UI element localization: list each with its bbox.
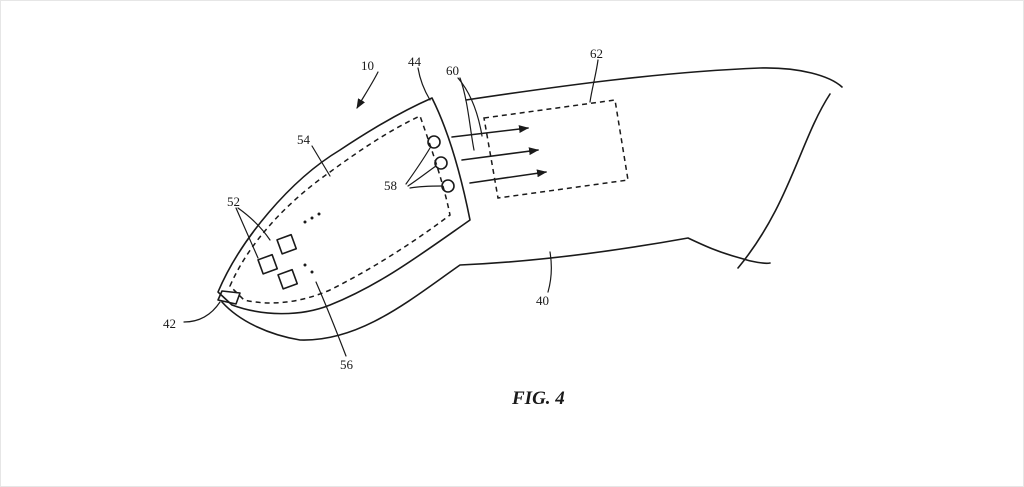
dot <box>310 270 314 274</box>
ref-label-42: 42 <box>163 316 176 331</box>
leader-54 <box>311 145 331 177</box>
light-arrow-2 <box>461 147 539 161</box>
ref-label-60: 60 <box>446 63 459 78</box>
light-arrow-1 <box>451 125 529 138</box>
leader-10-arrow <box>356 71 379 109</box>
leader-44 <box>417 67 431 101</box>
component-square-1 <box>276 233 298 255</box>
figure-caption: FIG. 4 <box>511 388 565 409</box>
target-region-outline <box>483 99 629 199</box>
finger-top-outline <box>465 67 843 101</box>
leader-58a <box>405 147 431 185</box>
component-square-2 <box>257 253 279 275</box>
dot <box>317 212 321 216</box>
light-arrow-3 <box>469 169 547 184</box>
ref-label-58: 58 <box>384 178 397 193</box>
device-housing <box>217 97 471 315</box>
ref-label-54: 54 <box>297 132 311 147</box>
ref-label-10: 10 <box>361 58 374 73</box>
dot <box>310 216 314 220</box>
ref-label-40: 40 <box>536 293 549 308</box>
ref-label-62: 62 <box>590 46 603 61</box>
emitter-circle-2 <box>434 156 448 170</box>
leader-58b <box>407 165 437 187</box>
leader-42 <box>183 301 221 323</box>
emitter-circle-1 <box>427 135 441 149</box>
ref-label-44: 44 <box>408 54 422 69</box>
ref-label-56: 56 <box>340 357 354 372</box>
leader-52b <box>235 207 259 259</box>
leader-56 <box>315 281 347 357</box>
dot <box>303 263 307 267</box>
leader-60b <box>459 77 475 151</box>
finger-bottom-outline <box>221 237 771 341</box>
ref-label-52: 52 <box>227 194 240 209</box>
leader-52a <box>237 207 271 241</box>
leader-40 <box>547 251 552 293</box>
emitter-circle-3 <box>441 179 455 193</box>
leader-58c <box>409 185 443 189</box>
dot <box>303 220 307 224</box>
interior-region-outline <box>229 114 451 304</box>
leader-62 <box>589 59 599 103</box>
component-square-3 <box>277 268 299 290</box>
finger-knuckle-curve <box>737 93 831 269</box>
